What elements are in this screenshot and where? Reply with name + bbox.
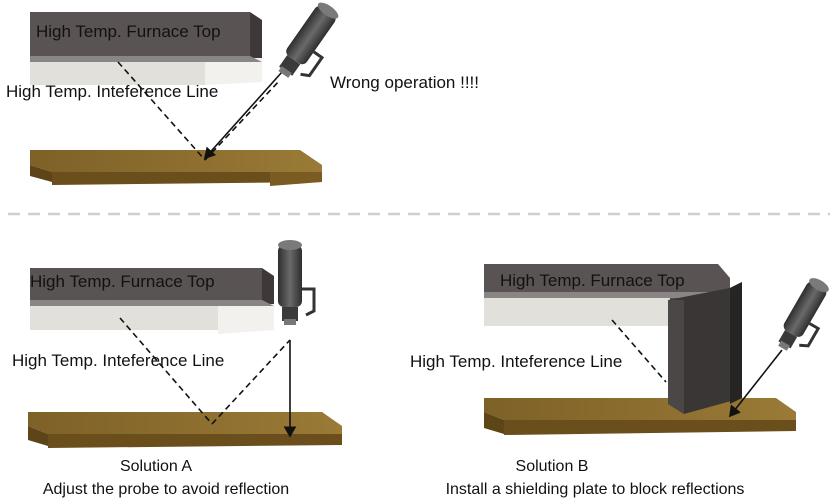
interference-line [117,61,206,161]
workpiece-plate [28,412,342,448]
ir-probe [278,2,339,78]
interference-line-label: High Temp. Inteference Line [410,352,623,371]
solution-b-title: Solution B [515,458,589,475]
solution-a-scene [28,240,342,448]
reflection-line [211,339,291,425]
ir-probe [778,278,829,351]
interference-line [611,319,667,383]
workpiece-plate [30,150,322,186]
wrong-operation-warning: Wrong operation !!!! [330,73,479,92]
solution-b-description: Install a shielding plate to block refle… [445,481,745,498]
ir-probe [278,240,316,325]
furnace-top-block [30,12,262,85]
reflection-line [204,79,281,161]
interference-line-label: High Temp. Inteference Line [6,82,219,101]
probe-beam [203,71,283,160]
solution-b-scene [484,264,829,435]
solution-a-title: Solution A [119,458,193,475]
probe-beam [729,349,783,418]
furnace-top-label: High Temp. Furnace Top [30,272,215,291]
interference-line [119,317,213,425]
interference-line-label: High Temp. Inteference Line [12,351,225,370]
furnace-top-label: High Temp. Furnace Top [36,22,221,41]
solution-a-description: Adjust the probe to avoid reflection [42,481,290,498]
wrong-scene [30,2,339,186]
workpiece-plate [484,398,796,435]
shielding-plate [668,282,742,414]
furnace-top-block [30,268,274,334]
furnace-top-label: High Temp. Furnace Top [500,271,685,290]
